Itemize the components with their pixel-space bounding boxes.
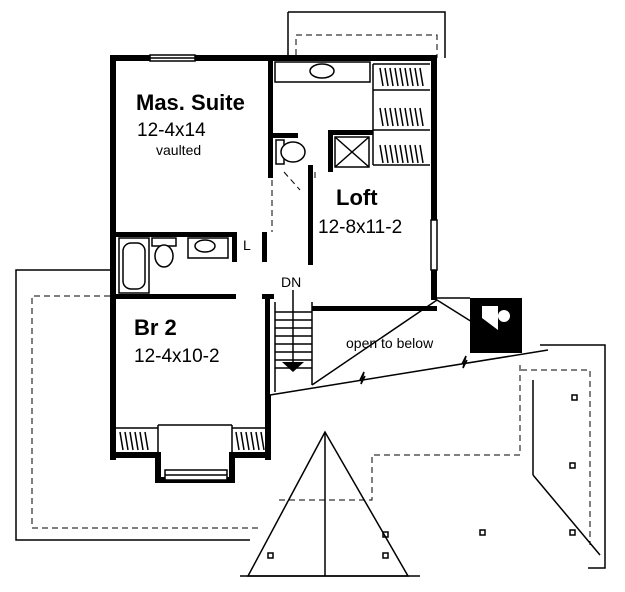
- room-name: Loft: [336, 185, 378, 210]
- exterior-walls: [110, 54, 522, 483]
- bath-fixtures: [118, 61, 371, 294]
- closet-rods: [116, 67, 424, 451]
- roof-outline: [15, 11, 606, 577]
- room-name: Br 2: [134, 315, 177, 340]
- room-size: 12-4x14: [137, 120, 206, 141]
- linen-closet-label: L: [243, 237, 251, 253]
- room-master-suite: Mas. Suite 12-4x14 vaulted: [136, 90, 245, 158]
- stairs-down-label: DN: [281, 274, 301, 290]
- room-name: Mas. Suite: [136, 90, 245, 115]
- staircase: [269, 290, 549, 396]
- room-note: vaulted: [156, 142, 201, 158]
- room-size: 12-8x11-2: [318, 217, 402, 238]
- room-size: 12-4x10-2: [134, 346, 220, 367]
- openings: [271, 171, 316, 232]
- room-loft: Loft 12-8x11-2: [318, 185, 402, 238]
- interior-walls: [116, 61, 430, 395]
- room-bedroom-2: Br 2 12-4x10-2: [134, 315, 220, 367]
- open-to-below-label: open to below: [346, 335, 434, 351]
